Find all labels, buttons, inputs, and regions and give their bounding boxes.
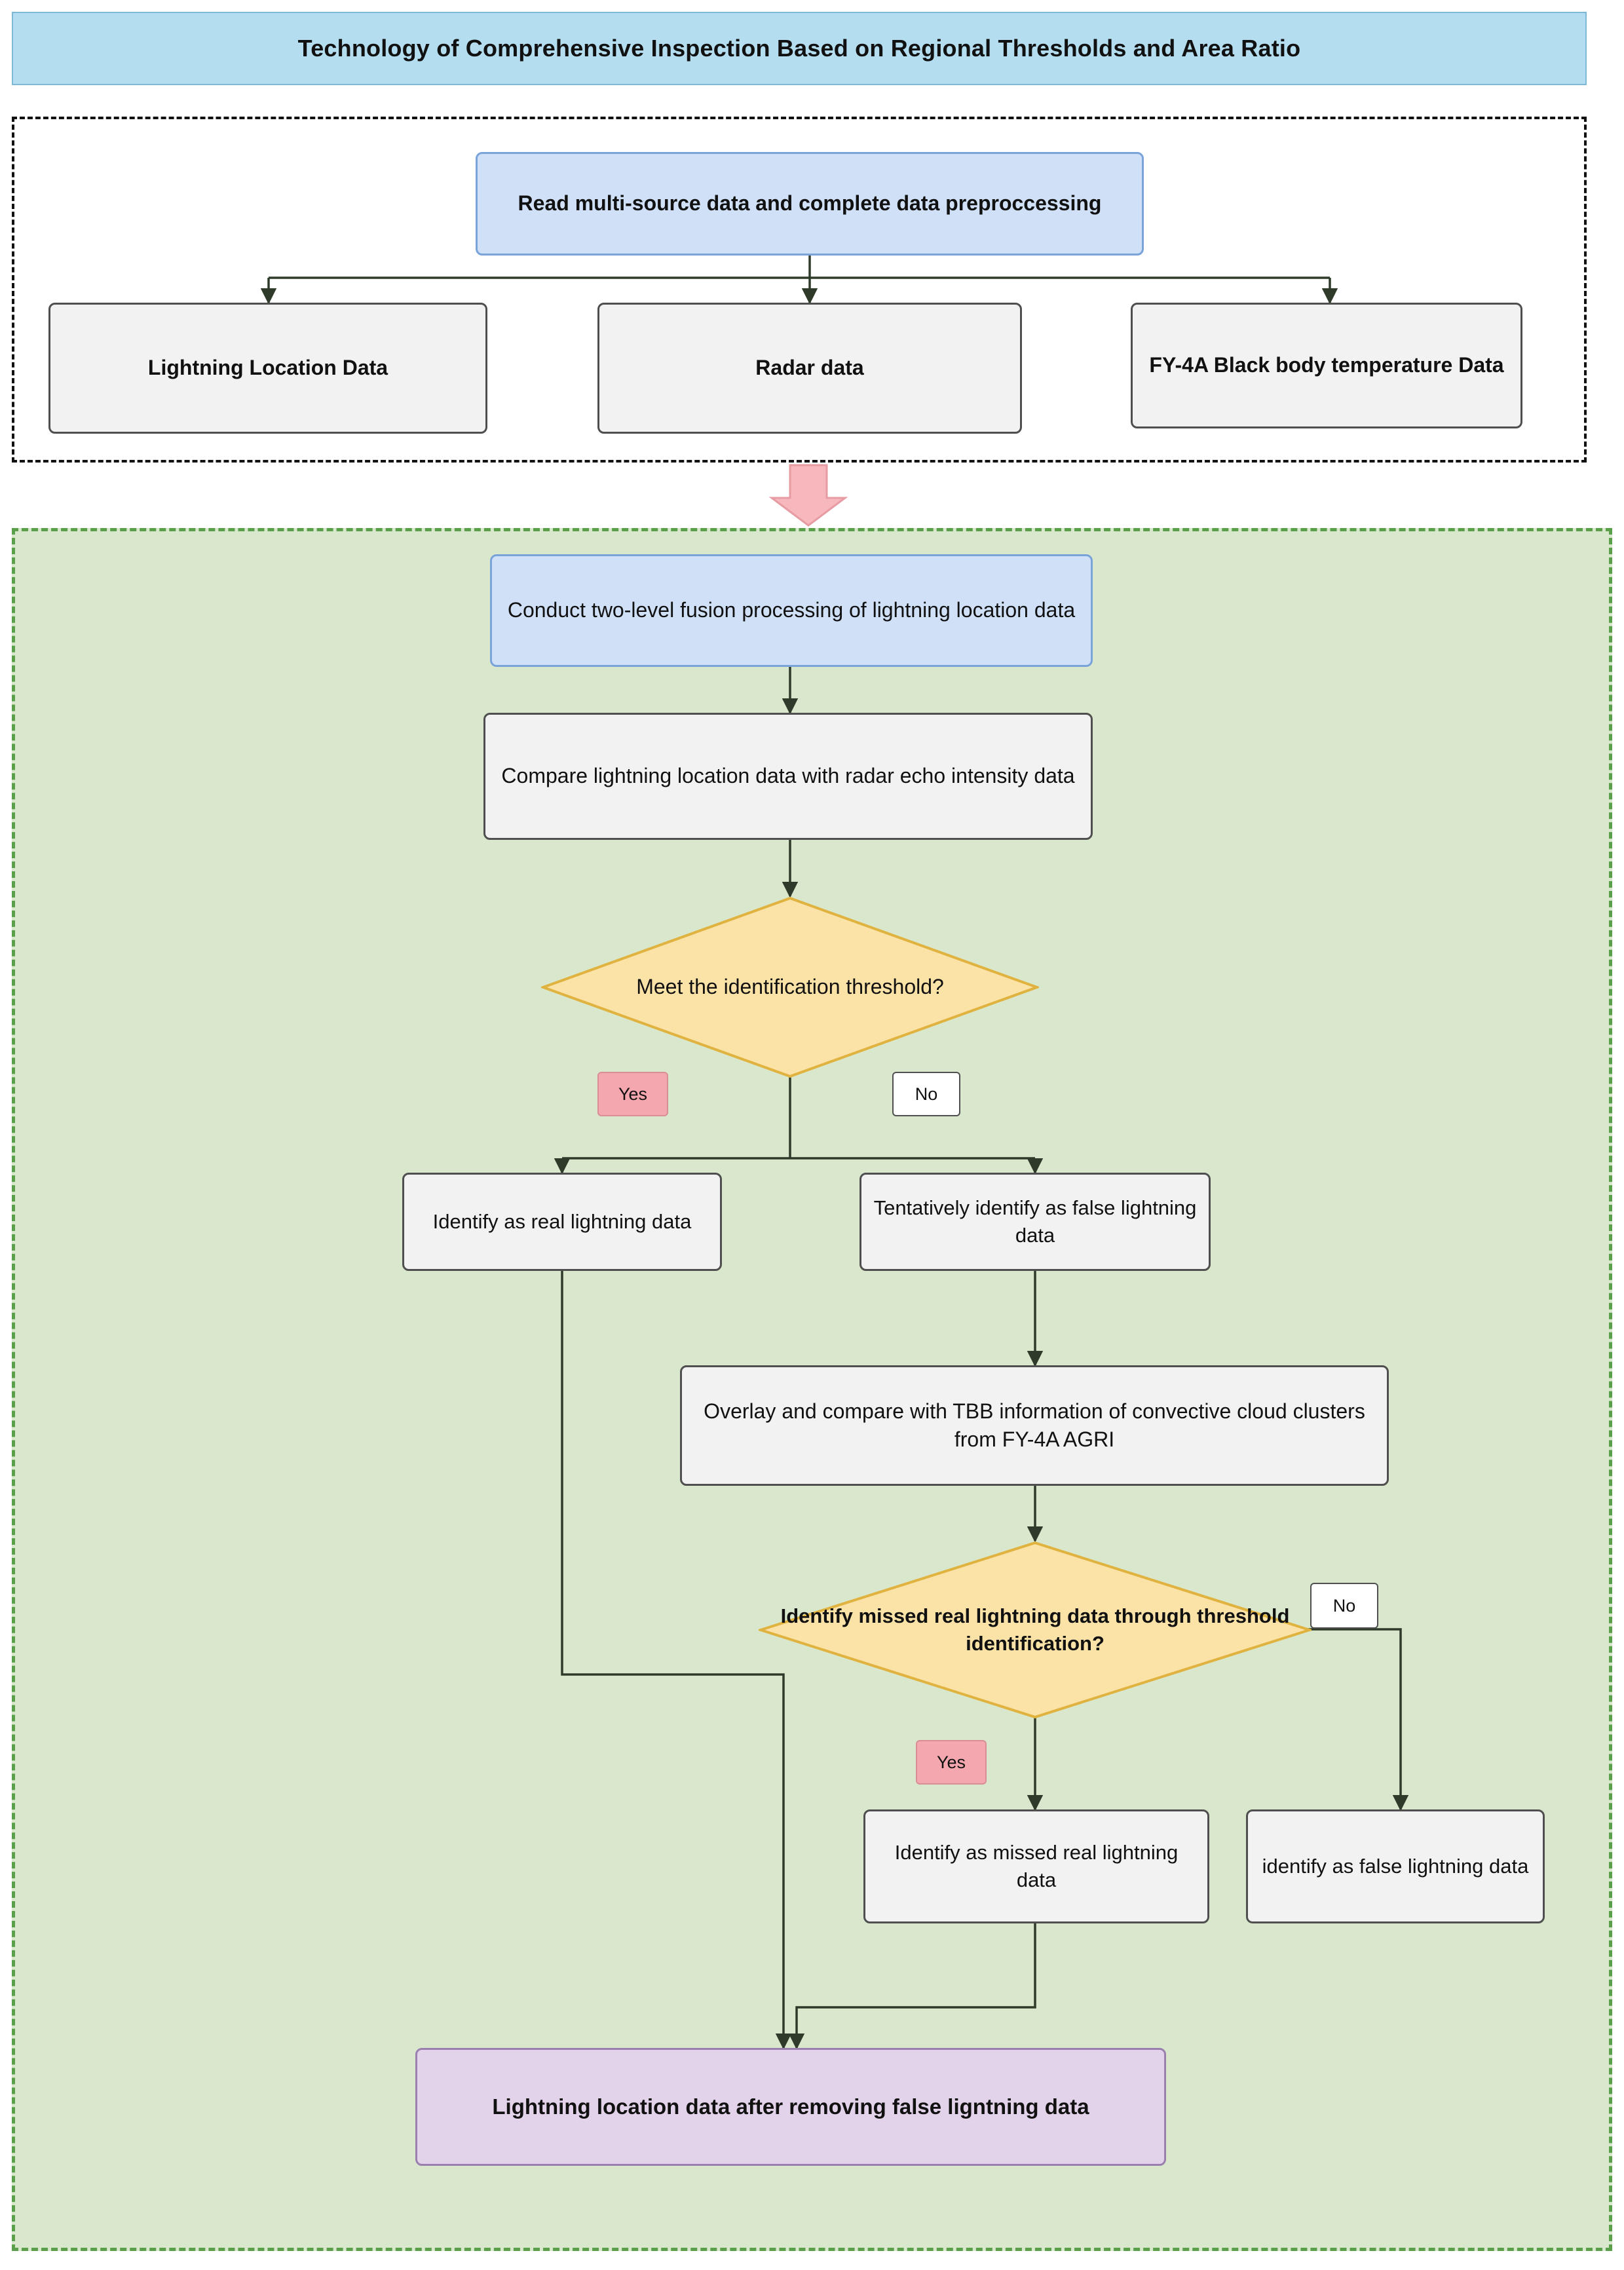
node-tentative-false-lightning[interactable]: Tentatively identify as false lightning …	[859, 1173, 1211, 1271]
stage-transition-arrow	[768, 464, 848, 527]
decision-meet-threshold-label: Meet the identification threshold?	[636, 975, 944, 999]
node-tentative-false-lightning-label: Tentatively identify as false lightning …	[873, 1196, 1197, 1247]
node-two-level-fusion[interactable]: Conduct two-level fusion processing of l…	[490, 554, 1093, 667]
node-radar-data[interactable]: Radar data	[597, 303, 1022, 434]
label-decision1-no: No	[892, 1072, 960, 1116]
label-decision2-yes-text: Yes	[936, 1752, 966, 1772]
page-title: Technology of Comprehensive Inspection B…	[12, 12, 1587, 85]
decision-identify-missed-real[interactable]: Identify missed real lightning data thro…	[759, 1541, 1312, 1719]
node-compare-radar-echo-label: Compare lightning location data with rad…	[501, 764, 1075, 788]
label-decision2-no: No	[1310, 1583, 1378, 1629]
node-identify-real-lightning[interactable]: Identify as real lightning data	[402, 1173, 722, 1271]
node-identify-missed-real-label: Identify as missed real lightning data	[894, 1841, 1179, 1891]
node-identify-real-lightning-label: Identify as real lightning data	[432, 1210, 692, 1234]
node-final-result[interactable]: Lightning location data after removing f…	[415, 2048, 1166, 2166]
decision-identify-missed-real-label: Identify missed real lightning data thro…	[780, 1604, 1290, 1655]
decision-identify-missed-real-shape	[759, 1541, 1312, 1719]
node-lightning-location-data-label: Lightning Location Data	[147, 356, 388, 380]
decision-meet-threshold-shape	[541, 896, 1039, 1078]
label-decision2-yes: Yes	[916, 1740, 987, 1785]
node-overlay-tbb[interactable]: Overlay and compare with TBB information…	[680, 1365, 1389, 1486]
node-lightning-location-data[interactable]: Lightning Location Data	[48, 303, 487, 434]
label-decision1-yes-text: Yes	[618, 1084, 648, 1104]
node-identify-missed-real[interactable]: Identify as missed real lightning data	[863, 1809, 1209, 1923]
decision-meet-threshold[interactable]: Meet the identification threshold?	[541, 896, 1039, 1078]
label-decision1-yes: Yes	[597, 1072, 668, 1116]
node-read-multisource[interactable]: Read multi-source data and complete data…	[476, 152, 1144, 255]
label-decision2-no-text: No	[1332, 1595, 1356, 1616]
node-identify-false-lightning-label: identify as false lightning data	[1262, 1855, 1529, 1878]
node-identify-false-lightning[interactable]: identify as false lightning data	[1246, 1809, 1545, 1923]
node-read-multisource-label: Read multi-source data and complete data…	[518, 191, 1102, 216]
node-fy4a-tbb-data-label: FY-4A Black body temperature Data	[1149, 353, 1504, 377]
node-overlay-tbb-label: Overlay and compare with TBB information…	[704, 1399, 1365, 1451]
node-two-level-fusion-label: Conduct two-level fusion processing of l…	[507, 598, 1076, 622]
label-decision1-no-text: No	[915, 1084, 938, 1104]
node-radar-data-label: Radar data	[755, 356, 864, 380]
node-fy4a-tbb-data[interactable]: FY-4A Black body temperature Data	[1131, 303, 1522, 428]
node-compare-radar-echo[interactable]: Compare lightning location data with rad…	[483, 713, 1093, 840]
page-title-text: Technology of Comprehensive Inspection B…	[297, 35, 1301, 62]
node-final-result-label: Lightning location data after removing f…	[492, 2094, 1089, 2119]
